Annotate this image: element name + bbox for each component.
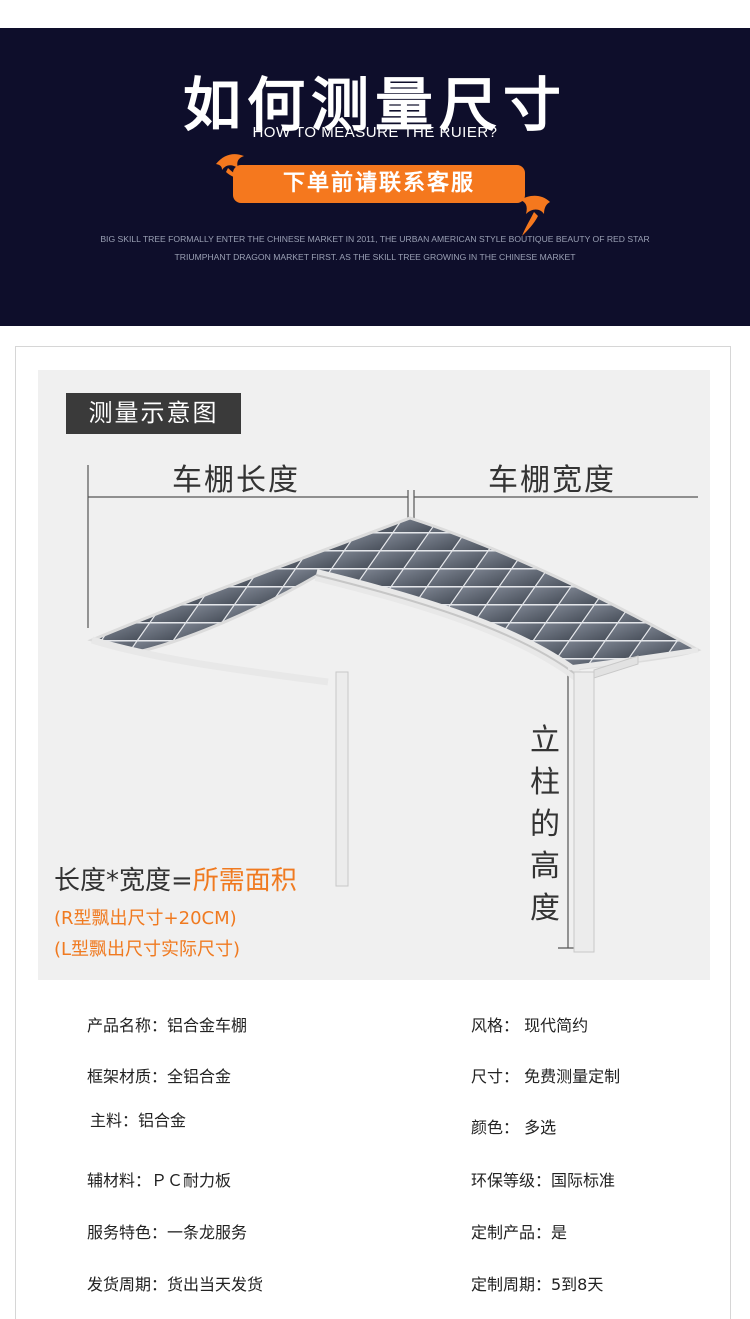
r-type-note: (R型飘出尺寸+20CM)	[54, 908, 237, 929]
spec-main-material: 主料：铝合金	[90, 1111, 187, 1130]
banner-note: TRIUMPHANT DRAGON MARKET FIRST. AS THE S…	[174, 252, 576, 262]
spec-custom-period: 定制周期：5到8天	[471, 1275, 604, 1294]
length-label: 车棚长度	[172, 463, 300, 498]
height-label: 立柱的高度	[530, 723, 560, 926]
carport-illustration	[87, 465, 702, 953]
width-label: 车棚宽度	[488, 463, 616, 498]
banner-note: BIG SKILL TREE FORMALLY ENTER THE CHINES…	[100, 234, 650, 244]
spec-auxiliary-material: 辅材料：ＰＣ耐力板	[87, 1171, 232, 1190]
spec-eco-grade: 环保等级：国际标准	[471, 1171, 616, 1190]
page-title: 如何测量尺寸	[182, 71, 567, 139]
bird-icon	[520, 195, 550, 236]
formula-text: 长度*宽度=	[54, 866, 193, 896]
spec-style: 风格： 现代简约	[471, 1016, 589, 1035]
spec-color: 颜色： 多选	[471, 1118, 557, 1137]
area-formula: 长度*宽度=所需面积	[54, 860, 297, 897]
spec-frame-material: 框架材质：全铝合金	[87, 1067, 232, 1086]
spec-size: 尺寸： 免费测量定制	[471, 1067, 621, 1086]
spec-product-name: 产品名称：铝合金车棚	[87, 1016, 248, 1035]
measurement-diagram	[38, 370, 710, 980]
l-type-note: (L型飘出尺寸实际尺寸)	[54, 939, 241, 960]
page-subtitle: HOW TO MEASURE THE RUIER?	[252, 124, 498, 141]
diagram-title: 测量示意图	[66, 393, 241, 434]
spec-custom-product: 定制产品：是	[471, 1223, 568, 1242]
spec-shipping: 发货周期：货出当天发货	[87, 1275, 264, 1294]
formula-result: 所需面积	[192, 866, 297, 896]
contact-service-button[interactable]: 下单前请联系客服	[233, 165, 525, 203]
spec-service: 服务特色：一条龙服务	[87, 1223, 248, 1242]
